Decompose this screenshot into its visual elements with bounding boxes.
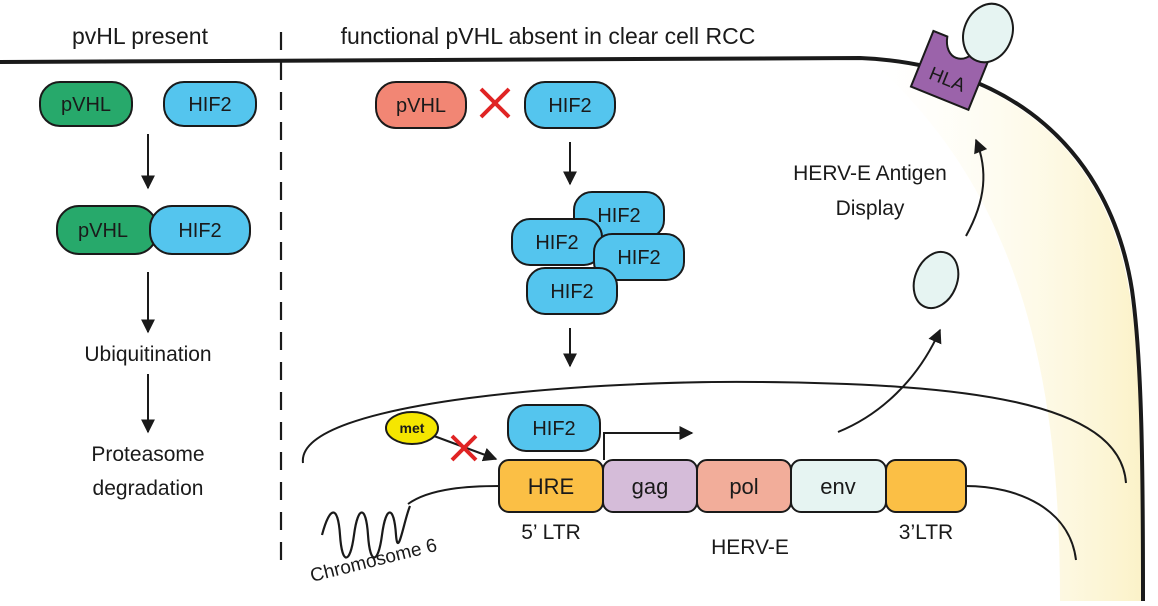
chromosome-coil-icon <box>320 505 412 559</box>
bound-hif2-pill: HIF2 <box>507 404 601 452</box>
header-right: functional pVHL absent in clear cell RCC <box>341 23 756 49</box>
svg-text:HIF2: HIF2 <box>532 418 575 440</box>
export-arrow <box>837 328 942 433</box>
transcription-start-arrow <box>603 426 694 460</box>
svg-text:pol: pol <box>729 474 758 499</box>
hif2-cluster: HIF2 HIF2 HIF2 HIF2 <box>511 191 685 315</box>
svg-text:gag: gag <box>632 474 669 499</box>
hla-receptor: HLA <box>909 29 993 112</box>
left-pvhl-hif2-complex: pVHL HIF2 <box>56 205 251 255</box>
segment-env: env <box>790 459 887 513</box>
left-hif2-pill: HIF2 <box>163 81 257 127</box>
antigen-peptide-displayed <box>962 2 1014 64</box>
antigen-peptide-cytoplasm <box>912 250 960 310</box>
methylation-met-icon: met <box>385 411 439 445</box>
svg-text:met: met <box>400 420 425 436</box>
svg-text:HIF2: HIF2 <box>178 220 221 242</box>
chromosome-dna-line <box>407 485 1077 561</box>
svg-text:HIF2: HIF2 <box>597 205 640 227</box>
svg-text:HIF2: HIF2 <box>550 281 593 303</box>
cell-interior-shading <box>870 60 1143 601</box>
segment-3ltr <box>885 459 967 513</box>
left-pvhl-pill: pVHL <box>39 81 133 127</box>
svg-text:HIF2: HIF2 <box>188 94 231 116</box>
right-pvhl-pill: pVHL <box>375 81 467 129</box>
svg-text:HRE: HRE <box>528 474 574 499</box>
nucleus-envelope <box>301 380 1127 484</box>
ltr3-label: 3’LTR <box>899 521 953 544</box>
antigen-display-label-2: Display <box>836 197 905 220</box>
svg-text:HIF2: HIF2 <box>548 95 591 117</box>
header-left: pvHL present <box>72 23 209 49</box>
segment-hre: HRE <box>498 459 604 513</box>
ubiquitination-label: Ubiquitination <box>84 343 211 366</box>
svg-text:pVHL: pVHL <box>396 95 446 117</box>
svg-text:HIF2: HIF2 <box>617 247 660 269</box>
chromosome-label: Chromosome 6 <box>308 535 439 587</box>
svg-text:pVHL: pVHL <box>61 94 111 116</box>
svg-text:pVHL: pVHL <box>78 220 128 242</box>
herv-e-label: HERV-E <box>711 536 789 559</box>
svg-text:HIF2: HIF2 <box>535 232 578 254</box>
proteasome-label-1: Proteasome <box>91 443 204 466</box>
proteasome-label-2: degradation <box>93 477 204 500</box>
svg-text:env: env <box>820 474 855 499</box>
display-arrow <box>965 138 988 237</box>
segment-gag: gag <box>602 459 698 513</box>
segment-pol: pol <box>696 459 792 513</box>
methylation-blocked-x-icon <box>450 434 478 462</box>
right-hif2-pill: HIF2 <box>524 81 616 129</box>
antigen-display-label-1: HERV-E Antigen <box>793 162 947 185</box>
ltr5-label: 5’ LTR <box>521 521 581 544</box>
inhibit-x-icon <box>479 87 511 119</box>
